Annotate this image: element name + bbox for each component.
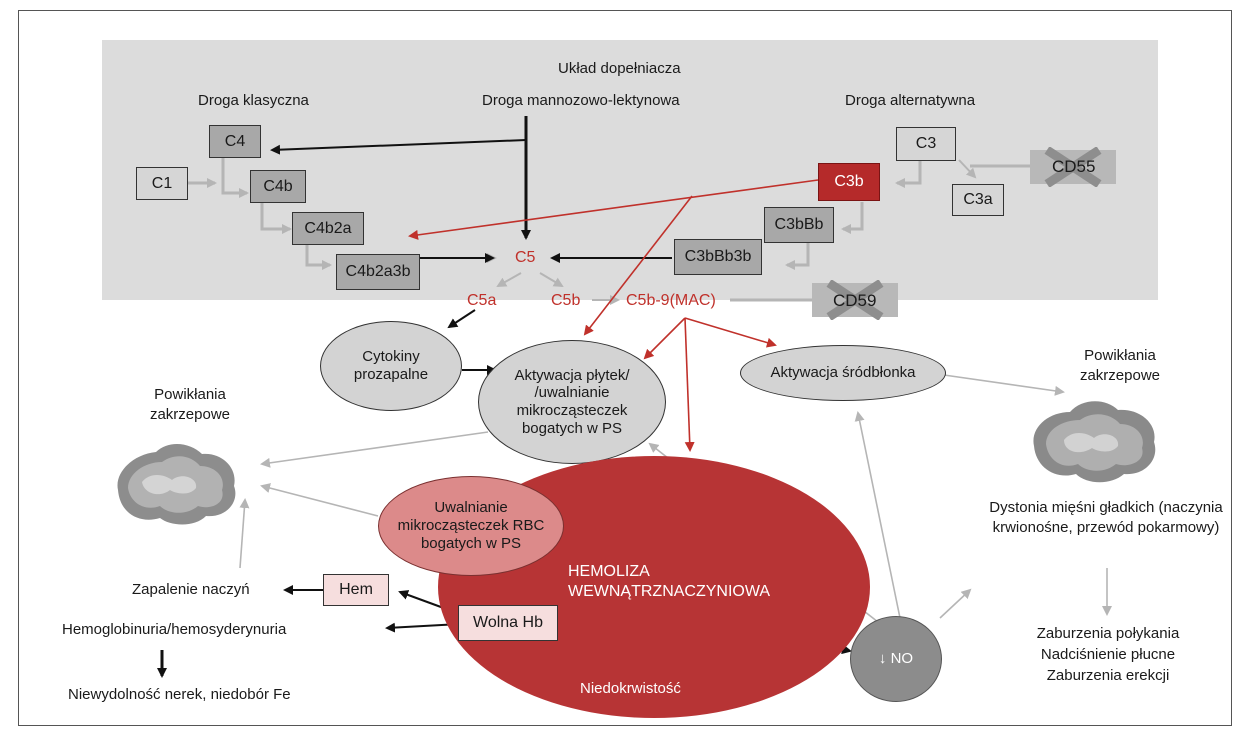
smooth-muscle-label: Dystonia mięśni gładkich (naczynia krwio… xyxy=(989,499,1223,537)
cd55-cross-icon xyxy=(1044,147,1102,187)
thrombo-right-label: Powikłania zakrzepowe xyxy=(1079,347,1161,384)
thrombo-left-label: Powikłania zakrzepowe xyxy=(149,386,231,423)
no-node: ↓ NO xyxy=(850,616,942,702)
symptom-2: Nadciśnienie płucne xyxy=(1040,646,1176,663)
c4b-box: C4b xyxy=(250,170,306,203)
c4b2a-box: C4b2a xyxy=(292,212,364,245)
no-text: ↓ NO xyxy=(878,650,914,668)
platelets-node: Aktywacja płytek/ /uwalnianie mikrocząst… xyxy=(478,340,666,464)
symptom-1: Zaburzenia połykania xyxy=(1036,625,1180,642)
classic-pathway-label: Droga klasyczna xyxy=(198,92,309,109)
cytokines-text: Cytokiny prozapalne xyxy=(353,348,429,383)
figure-frame xyxy=(18,10,1232,726)
lectin-pathway-label: Droga mannozowo-lektynowa xyxy=(482,92,680,109)
rbc-microparticles-text: Uwalnianie mikrocząsteczek RBC bogatych … xyxy=(397,499,545,552)
hemoglobinuria-label: Hemoglobinuria/hemosyderynuria xyxy=(62,621,287,638)
c3bbb3b-box: C3bBb3b xyxy=(674,239,762,275)
c5b-label: C5b xyxy=(551,292,581,309)
vasculitis-label: Zapalenie naczyń xyxy=(132,581,250,598)
platelets-text: Aktywacja płytek/ /uwalnianie mikrocząst… xyxy=(514,366,630,437)
cytokines-node: Cytokiny prozapalne xyxy=(320,321,462,411)
c3bbb-box: C3bBb xyxy=(764,207,834,243)
c3-box: C3 xyxy=(896,127,956,161)
free-hb-box: Wolna Hb xyxy=(458,605,558,641)
c4-box: C4 xyxy=(209,125,261,158)
symptom-3: Zaburzenia erekcji xyxy=(1046,667,1170,684)
mac-label: C5b-9(MAC) xyxy=(626,292,716,309)
hem-box: Hem xyxy=(323,574,389,606)
rbc-microparticles-node: Uwalnianie mikrocząsteczek RBC bogatych … xyxy=(378,476,564,576)
c3b-box: C3b xyxy=(818,163,880,201)
c5-label: C5 xyxy=(515,249,536,266)
endothelium-text: Aktywacja śródbłonka xyxy=(770,364,916,382)
c4b2a3b-box: C4b2a3b xyxy=(336,254,420,290)
thrombus-right-image xyxy=(1033,401,1156,483)
c1-box: C1 xyxy=(136,167,188,200)
alternative-pathway-label: Droga alternatywna xyxy=(845,92,976,109)
thrombus-left-image xyxy=(117,443,236,525)
c5a-label: C5a xyxy=(467,292,497,309)
cd59-cross-icon xyxy=(826,280,884,320)
classic-cascade-arrows xyxy=(188,158,1035,305)
hemolysis-text: HEMOLIZA WEWNĄTRZNACZYNIOWA xyxy=(568,563,771,600)
renal-label: Niewydolność nerek, niedobór Fe xyxy=(68,686,291,703)
cd59-label: CD59 xyxy=(833,291,877,310)
cd55-label: CD55 xyxy=(1052,157,1096,176)
c3a-box: C3a xyxy=(952,184,1004,216)
panel-title: Układ dopełniacza xyxy=(558,60,681,77)
endothelium-node: Aktywacja śródbłonka xyxy=(740,345,946,401)
anemia-text: Niedokrwistość xyxy=(580,680,681,697)
